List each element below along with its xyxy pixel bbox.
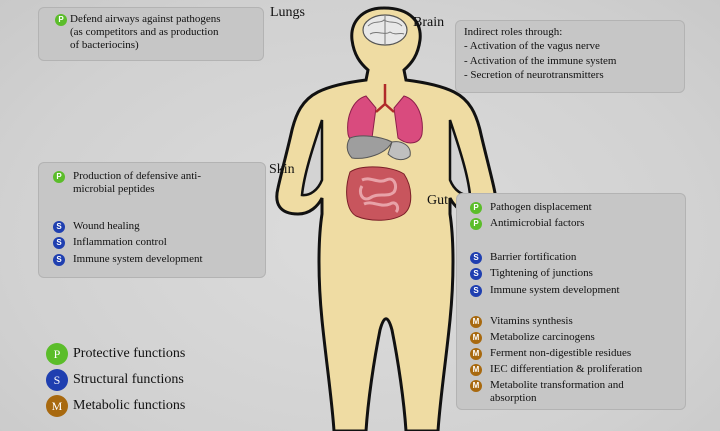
brain-line-3: - Activation of the immune system xyxy=(464,55,617,67)
structural-badge: S xyxy=(470,268,482,280)
intestines-icon xyxy=(346,166,412,221)
lungs-line-2: (as competitors and as production xyxy=(70,26,219,38)
structural-badge: S xyxy=(470,252,482,264)
gut-metabolic-item: Metabolite transformation and xyxy=(490,379,624,391)
gut-structural-item: Tightening of junctions xyxy=(490,267,593,279)
structural-badge: S xyxy=(53,254,65,266)
gut-label: Gut xyxy=(427,193,448,208)
metabolic-badge: M xyxy=(470,364,482,376)
gut-structural-item: Immune system development xyxy=(490,284,620,296)
left-arm-gap xyxy=(300,119,324,197)
protective-legend-badge: P xyxy=(46,343,68,365)
structural-badge: S xyxy=(470,285,482,297)
skin-structural-item: Wound healing xyxy=(73,220,140,232)
structural-badge: S xyxy=(53,221,65,233)
structural-legend-badge: S xyxy=(46,369,68,391)
brain-label: Brain xyxy=(413,15,445,30)
brain-line-4: - Secretion of neurotransmitters xyxy=(464,69,604,81)
gut-metabolic-item: Vitamins synthesis xyxy=(490,315,573,327)
protective-badge: P xyxy=(470,202,482,214)
lungs-line-3: of bacteriocins) xyxy=(70,39,139,51)
gut-metabolic-item: Metabolize carcinogens xyxy=(490,331,595,343)
protective-badge: P xyxy=(53,171,65,183)
brain-icon xyxy=(362,14,408,46)
metabolic-legend-label: Metabolic functions xyxy=(73,398,186,413)
protective-badge: P xyxy=(470,218,482,230)
structural-badge: S xyxy=(53,237,65,249)
protective-legend-label: Protective functions xyxy=(73,346,186,361)
protective-badge: P xyxy=(55,14,67,26)
skin-structural-item: Inflammation control xyxy=(73,236,167,248)
gut-function-box: P Pathogen displacement P Antimicrobial … xyxy=(456,193,686,410)
liver-icon xyxy=(346,135,411,161)
metabolic-badge: M xyxy=(470,332,482,344)
gut-protective-item: Pathogen displacement xyxy=(490,201,592,213)
skin-label: Skin xyxy=(269,162,295,177)
metabolic-badge: M xyxy=(470,348,482,360)
skin-structural-item: Immune system development xyxy=(73,253,203,265)
lungs-icon xyxy=(347,84,423,144)
brain-line-1: Indirect roles through: xyxy=(464,26,563,38)
gut-metabolic-item-continuation: absorption xyxy=(490,392,537,404)
metabolic-badge: M xyxy=(470,380,482,392)
structural-legend-label: Structural functions xyxy=(73,372,184,387)
skin-protective-line-1: Production of defensive anti- xyxy=(73,170,201,182)
metabolic-legend-badge: M xyxy=(46,395,68,417)
lungs-function-box: P Defend airways against pathogens (as c… xyxy=(38,7,264,61)
skin-protective-line-2: microbial peptides xyxy=(73,183,155,195)
gut-metabolic-item: Ferment non-digestible residues xyxy=(490,347,632,359)
gut-metabolic-item: IEC differentiation & proliferation xyxy=(490,363,643,375)
lungs-line-1: Defend airways against pathogens xyxy=(70,13,221,25)
skin-function-box: P Production of defensive anti- microbia… xyxy=(38,162,266,278)
lungs-label: Lungs xyxy=(270,5,305,20)
gut-protective-item: Antimicrobial factors xyxy=(490,217,585,229)
brain-line-2: - Activation of the vagus nerve xyxy=(464,40,600,52)
brain-function-box: Indirect roles through: - Activation of … xyxy=(455,20,685,93)
gut-structural-item: Barrier fortification xyxy=(490,251,577,263)
metabolic-badge: M xyxy=(470,316,482,328)
